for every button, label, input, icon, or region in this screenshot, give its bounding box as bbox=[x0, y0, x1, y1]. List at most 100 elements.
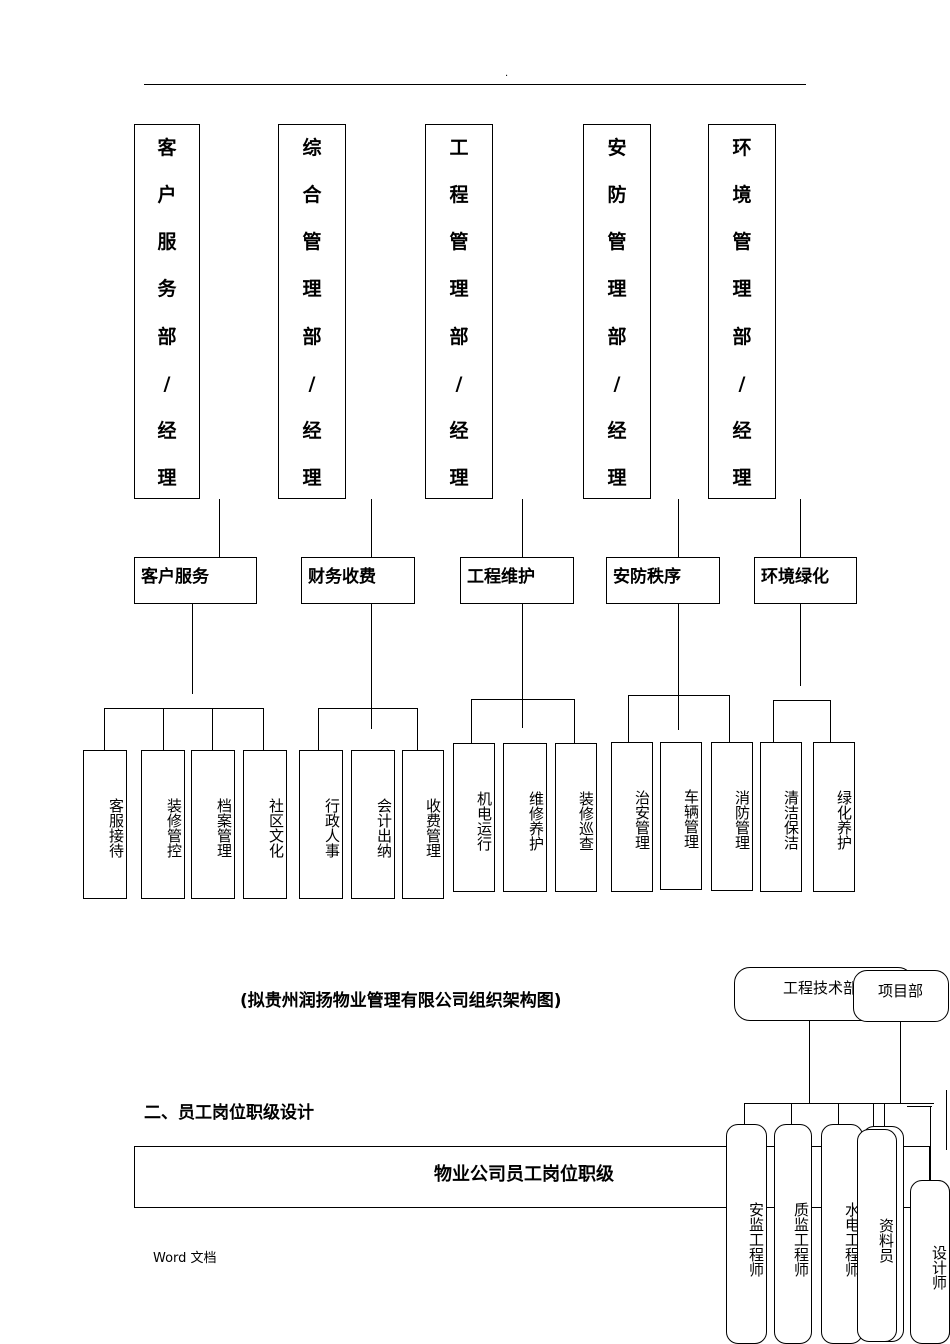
connector bbox=[318, 708, 319, 750]
dept-char: 务 bbox=[157, 278, 177, 301]
dept-char: 理 bbox=[449, 278, 469, 301]
connector bbox=[417, 708, 418, 750]
function-box-customer-service: 客户服务 bbox=[134, 557, 257, 604]
connector bbox=[522, 499, 523, 557]
project-dept-box: 项目部 bbox=[853, 970, 949, 1022]
footer-label: Word 文档 bbox=[153, 1251, 217, 1266]
connector bbox=[930, 1106, 931, 1180]
function-box-engineering-maintenance: 工程维护 bbox=[460, 557, 574, 604]
connector bbox=[212, 708, 213, 750]
leaf-box: 装修巡查 bbox=[555, 743, 597, 892]
role-box: 安监工程师 bbox=[726, 1124, 767, 1344]
dept-char: 工 bbox=[449, 137, 469, 159]
dept-char: 经 bbox=[449, 419, 469, 442]
dept-char: 管 bbox=[449, 231, 469, 254]
function-box-security-order: 安防秩序 bbox=[606, 557, 720, 604]
dept-char: 理 bbox=[607, 278, 627, 301]
connector bbox=[791, 1103, 792, 1127]
connector bbox=[574, 699, 575, 743]
connector bbox=[318, 708, 417, 709]
dept-char: 防 bbox=[607, 184, 627, 207]
dept-char: / bbox=[163, 372, 171, 395]
leaf-box: 客服接待 bbox=[83, 750, 127, 899]
dept-char: 合 bbox=[302, 184, 322, 207]
dept-char: 程 bbox=[449, 184, 469, 207]
connector bbox=[678, 604, 679, 730]
header-dot: . bbox=[505, 68, 509, 79]
leaf-box: 治安管理 bbox=[611, 742, 653, 892]
dept-char: 管 bbox=[607, 231, 627, 254]
connector bbox=[192, 604, 193, 694]
dept-char: 经 bbox=[607, 419, 627, 442]
dept-char: 管 bbox=[302, 231, 322, 254]
dept-char: 部 bbox=[157, 325, 177, 348]
connector bbox=[371, 499, 372, 557]
connector bbox=[744, 1103, 745, 1127]
dept-char: 客 bbox=[157, 137, 177, 159]
dept-char: 部 bbox=[732, 325, 752, 348]
role-box: 资料员 bbox=[857, 1129, 897, 1342]
dept-char: 境 bbox=[732, 184, 752, 207]
org-chart-caption: (拟贵州润扬物业管理有限公司组织架构图) bbox=[240, 991, 562, 1011]
dept-char: 安 bbox=[607, 137, 627, 159]
dept-box-general-admin: 综合管理部/经理 bbox=[278, 124, 346, 499]
leaf-box: 清洁保洁 bbox=[760, 742, 802, 892]
dept-char: 经 bbox=[157, 419, 177, 442]
leaf-box: 消防管理 bbox=[711, 742, 753, 891]
dept-char: / bbox=[308, 372, 316, 395]
dept-char: 部 bbox=[607, 325, 627, 348]
connector bbox=[946, 1090, 947, 1150]
dept-char: 理 bbox=[302, 466, 322, 489]
leaf-box: 收费管理 bbox=[402, 750, 444, 899]
leaf-box: 档案管理 bbox=[191, 750, 235, 899]
leaf-box: 行政人事 bbox=[299, 750, 343, 899]
connector bbox=[838, 1103, 839, 1127]
leaf-box: 机电运行 bbox=[453, 743, 495, 892]
role-box: 设计师 bbox=[910, 1180, 950, 1344]
section-title: 二、员工岗位职级设计 bbox=[144, 1103, 314, 1123]
connector bbox=[678, 499, 679, 557]
connector bbox=[471, 699, 472, 743]
connector bbox=[628, 695, 729, 696]
connector bbox=[371, 604, 372, 729]
connector bbox=[773, 700, 830, 701]
connector bbox=[773, 700, 774, 742]
connector bbox=[628, 695, 629, 742]
dept-char: 环 bbox=[732, 137, 752, 159]
connector bbox=[263, 708, 264, 750]
connector bbox=[873, 1103, 874, 1133]
connector bbox=[522, 604, 523, 728]
dept-char: / bbox=[455, 372, 463, 395]
dept-char: 部 bbox=[449, 325, 469, 348]
connector bbox=[219, 499, 220, 557]
role-box: 质监工程师 bbox=[774, 1124, 812, 1344]
connector bbox=[104, 708, 105, 750]
function-box-finance-billing: 财务收费 bbox=[301, 557, 415, 604]
connector bbox=[830, 700, 831, 742]
leaf-box: 会计出纳 bbox=[351, 750, 395, 899]
leaf-box: 社区文化 bbox=[243, 750, 287, 899]
dept-char: 综 bbox=[302, 137, 322, 159]
job-level-table-title: 物业公司员工岗位职级 bbox=[434, 1164, 614, 1185]
leaf-box: 车辆管理 bbox=[660, 742, 702, 890]
leaf-box: 装修管控 bbox=[141, 750, 185, 899]
dept-char: 理 bbox=[732, 278, 752, 301]
connector bbox=[744, 1103, 934, 1104]
engineering-tech-dept-label: 工程技术部 bbox=[783, 979, 853, 997]
dept-box-customer-service: 客户服务部/经理 bbox=[134, 124, 200, 499]
dept-char: 经 bbox=[302, 419, 322, 442]
connector bbox=[729, 695, 730, 742]
connector bbox=[900, 1022, 901, 1103]
connector bbox=[907, 1106, 932, 1107]
dept-char: 部 bbox=[302, 325, 322, 348]
leaf-box: 绿化养护 bbox=[813, 742, 855, 892]
dept-char: 理 bbox=[157, 466, 177, 489]
connector bbox=[471, 699, 574, 700]
connector bbox=[163, 708, 164, 750]
dept-box-security: 安防管理部/经理 bbox=[583, 124, 651, 499]
dept-char: 经 bbox=[732, 419, 752, 442]
function-box-environment-greening: 环境绿化 bbox=[754, 557, 857, 604]
dept-char: / bbox=[738, 372, 746, 395]
dept-char: 服 bbox=[157, 231, 177, 254]
dept-char: 理 bbox=[732, 466, 752, 489]
